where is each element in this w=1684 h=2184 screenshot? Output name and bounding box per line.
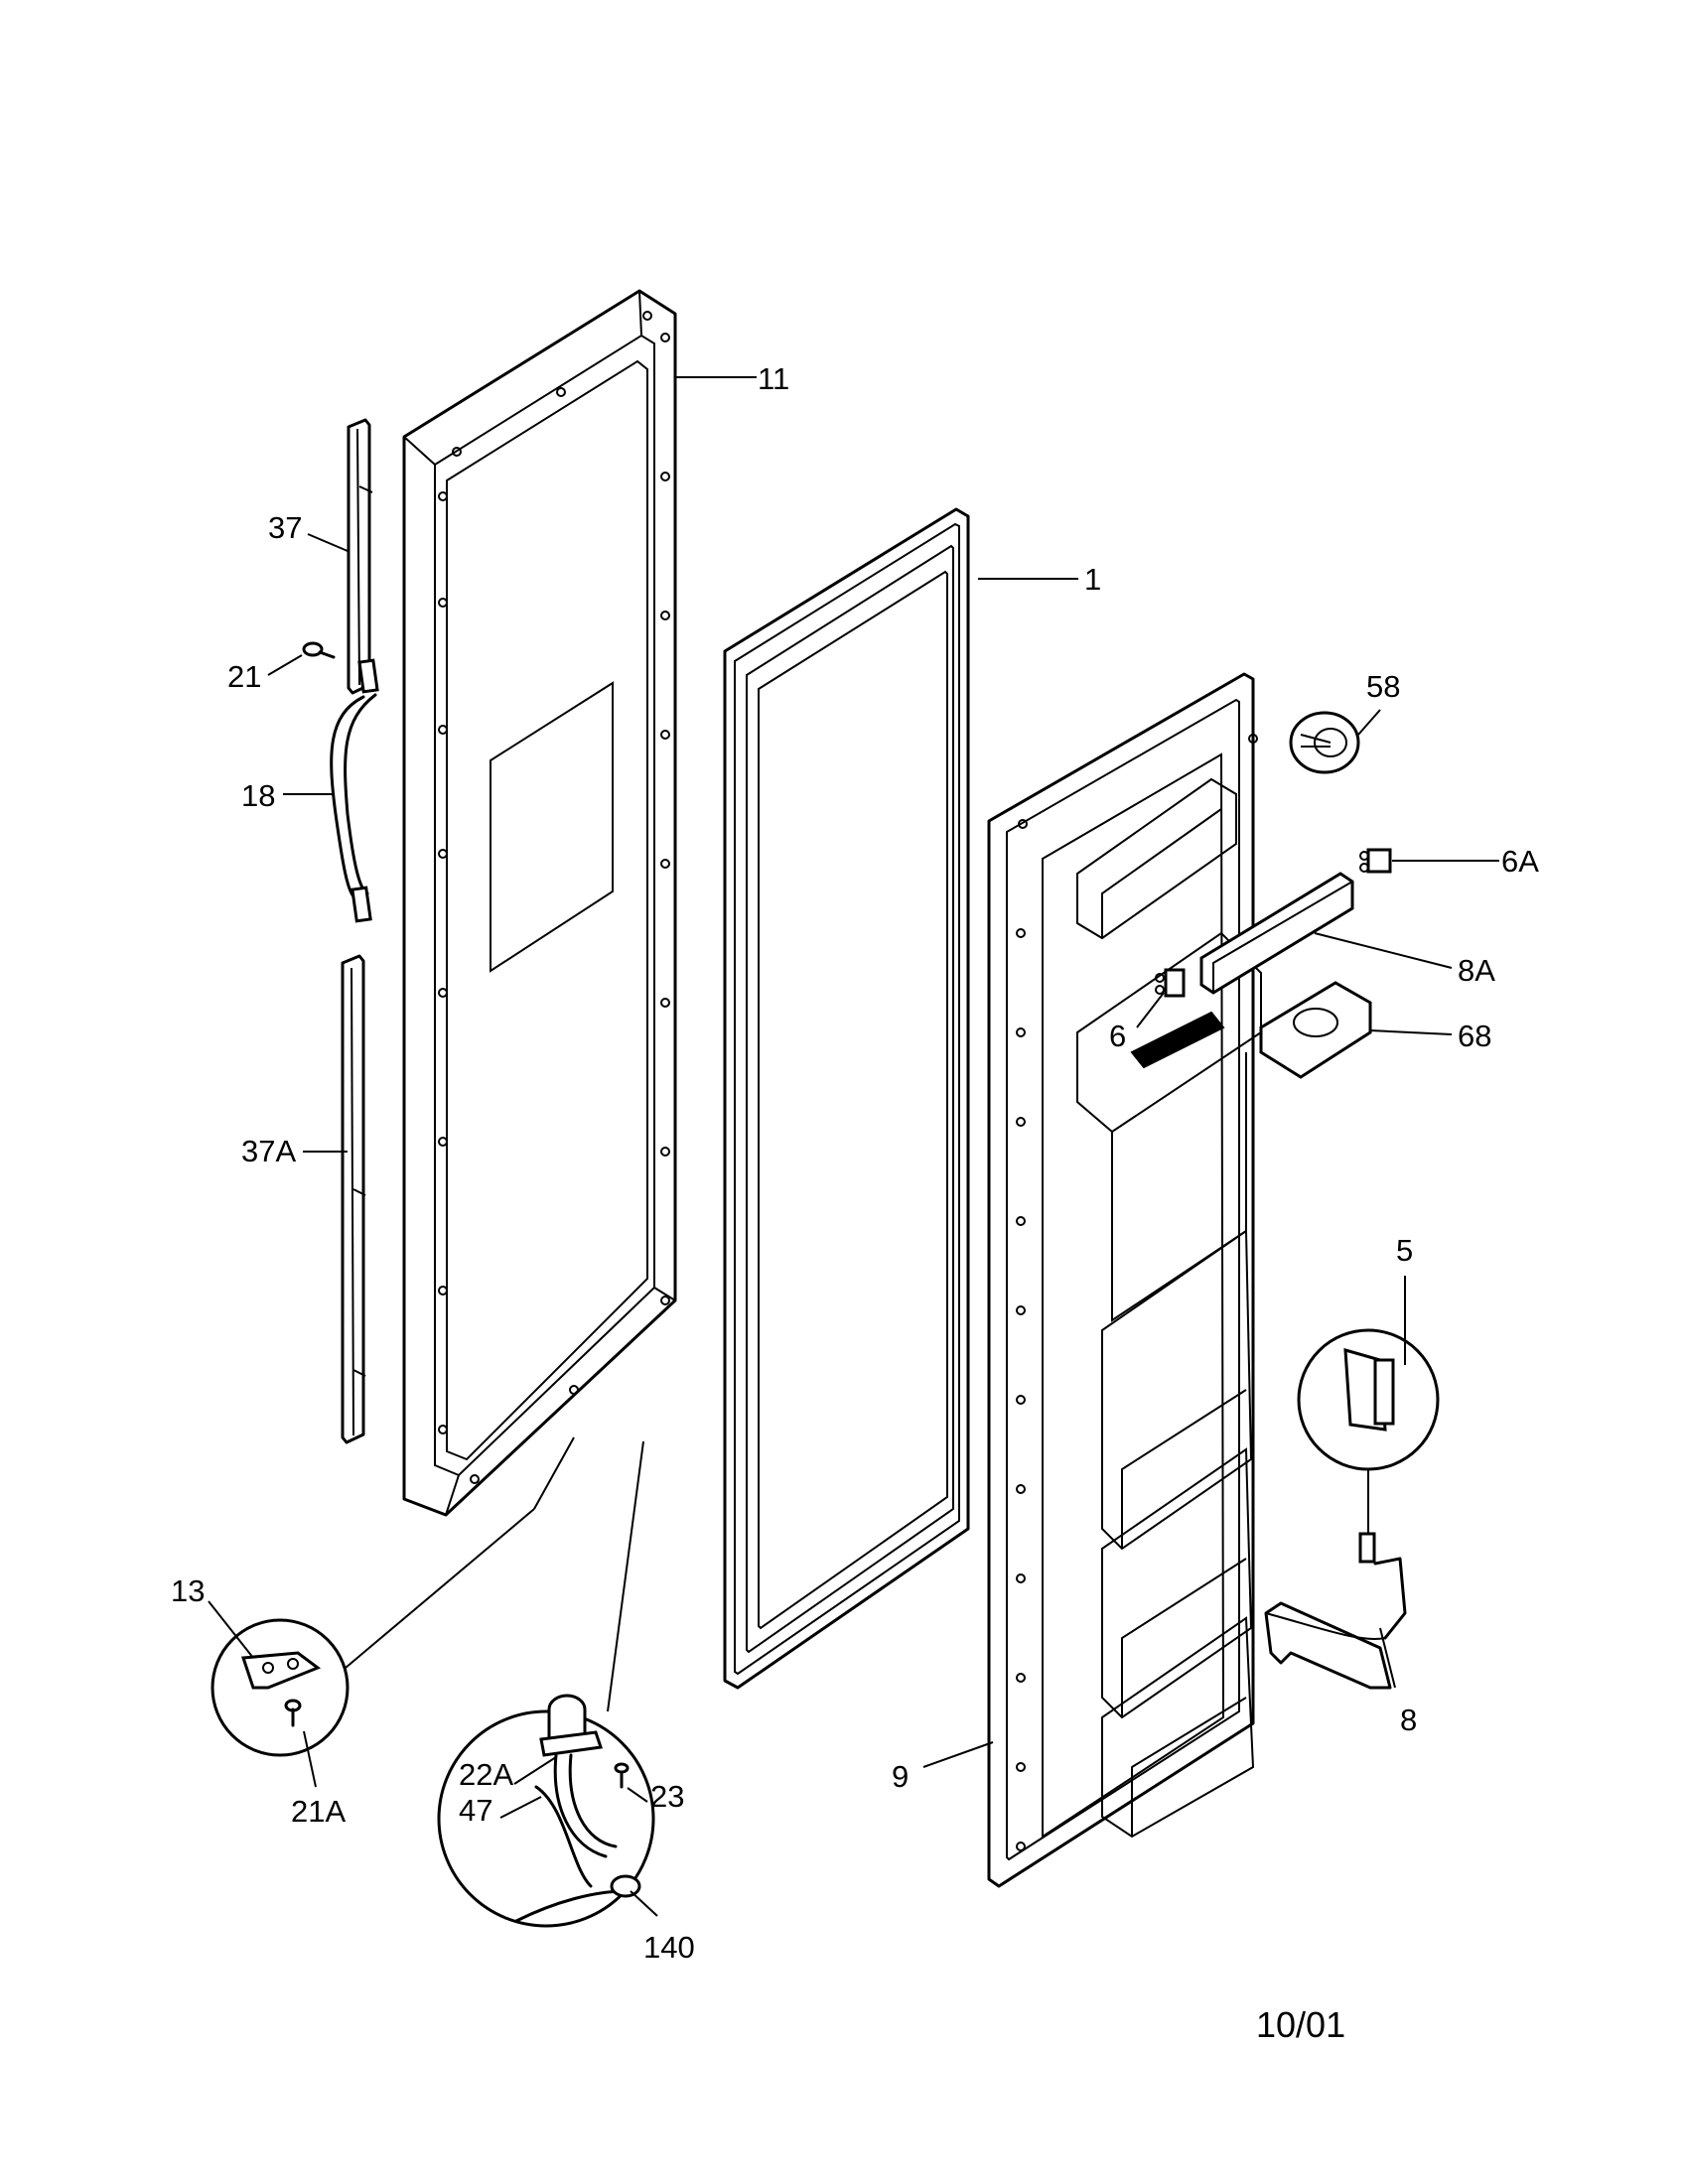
label-11: 11 [758,361,789,396]
screw-21 [302,641,336,659]
label-21: 21 [227,659,261,694]
trim-strip-upper [347,418,373,695]
door-outer-panel [402,289,677,1517]
leader-lines [208,376,1499,1917]
label-13: 13 [171,1573,205,1608]
label-58: 58 [1366,669,1400,704]
label-1: 1 [1084,562,1101,597]
label-68: 68 [1458,1019,1491,1053]
label-5: 5 [1396,1233,1413,1268]
bracket-8 [1264,1532,1407,1690]
detail-circle-switch [437,1440,655,1928]
label-6a: 6A [1501,844,1539,879]
label-21a: 21A [291,1794,346,1829]
door-gasket [723,507,970,1690]
clip-6 [1155,968,1186,998]
clip-6a [1359,848,1392,874]
channel-8a [1199,872,1354,995]
label-6: 6 [1109,1019,1126,1053]
door-handle [330,658,379,923]
label-37a: 37A [241,1134,296,1168]
light-cover [1259,981,1372,1079]
door-inner-liner [987,672,1262,1888]
callout-labels: 11 1 37 21 18 37A 58 6A 8A 6 68 5 8 9 13… [171,361,1539,1965]
trim-strip-lower [341,954,366,1444]
label-8: 8 [1400,1703,1417,1737]
label-22a: 22A [459,1757,513,1792]
label-37: 37 [268,510,302,545]
label-18: 18 [241,778,275,813]
label-47: 47 [459,1793,492,1828]
detail-circle-5 [1297,1328,1440,1534]
label-23: 23 [650,1779,684,1814]
diagram-date: 10/01 [1256,2004,1345,2045]
label-140: 140 [643,1930,695,1965]
screw-58 [1289,711,1360,774]
detail-circle-13 [210,1436,575,1757]
label-8a: 8A [1458,953,1495,988]
label-9: 9 [892,1759,909,1794]
